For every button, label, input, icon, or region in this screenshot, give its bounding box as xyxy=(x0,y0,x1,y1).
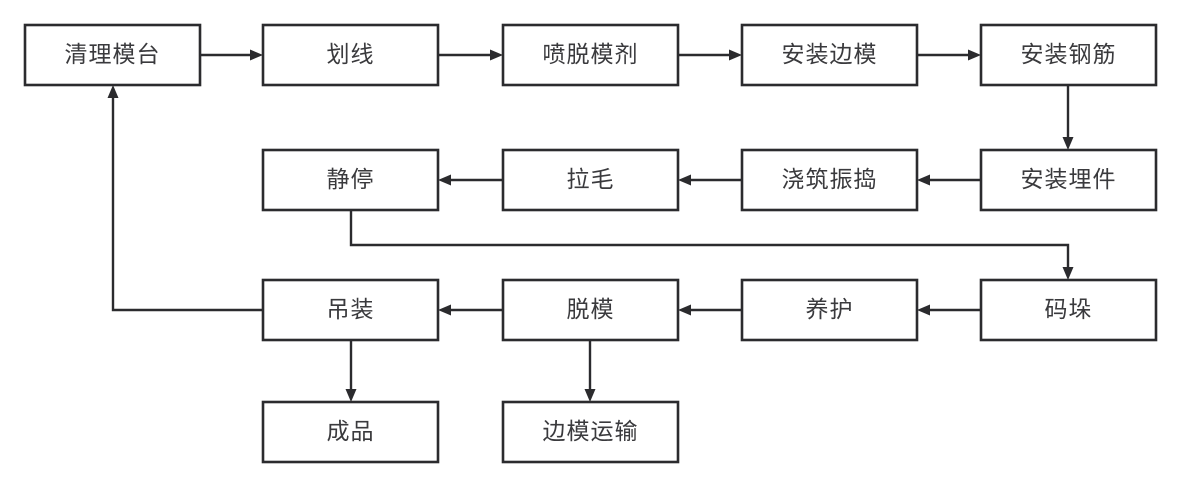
node-label: 安装埋件 xyxy=(1021,166,1117,192)
node-box[interactable] xyxy=(979,278,1158,342)
node-label: 码垛 xyxy=(1045,296,1093,322)
edge-吊装-to-清理模台 xyxy=(107,85,263,312)
node-box[interactable] xyxy=(501,400,680,464)
node-label: 浇筑振捣 xyxy=(782,166,878,192)
arrow-head-icon xyxy=(438,304,451,316)
node-安装钢筋[interactable]: 安装钢筋 xyxy=(979,23,1158,87)
arrow-head-icon xyxy=(729,49,742,61)
edge-line xyxy=(111,98,263,312)
arrow-head-icon xyxy=(917,304,930,316)
arrow-head-icon xyxy=(584,389,596,402)
node-label: 安装边模 xyxy=(782,41,878,67)
node-box[interactable] xyxy=(261,23,440,87)
edge-脱模-to-吊装 xyxy=(438,304,503,316)
node-box[interactable] xyxy=(740,148,919,212)
node-拉毛[interactable]: 拉毛 xyxy=(501,148,680,212)
node-边模运输[interactable]: 边模运输 xyxy=(501,400,680,464)
arrow-head-icon xyxy=(490,49,503,61)
edge-静停-to-码垛 xyxy=(349,210,1074,280)
node-养护[interactable]: 养护 xyxy=(740,278,919,342)
edge-拉毛-to-静停 xyxy=(438,174,503,186)
edge-吊装-to-成品 xyxy=(345,340,357,402)
node-box[interactable] xyxy=(979,23,1158,87)
node-box[interactable] xyxy=(979,148,1158,212)
node-label: 养护 xyxy=(806,296,854,322)
node-box[interactable] xyxy=(261,148,440,212)
node-吊装[interactable]: 吊装 xyxy=(261,278,440,342)
edge-安装边模-to-安装钢筋 xyxy=(917,49,981,61)
node-喷脱模剂[interactable]: 喷脱模剂 xyxy=(501,23,680,87)
arrow-head-icon xyxy=(438,174,451,186)
node-label: 划线 xyxy=(327,41,375,67)
edge-划线-to-喷脱模剂 xyxy=(438,49,503,61)
edge-安装钢筋-to-安装埋件 xyxy=(1062,85,1074,150)
arrow-head-icon xyxy=(107,85,119,98)
arrow-head-icon xyxy=(968,49,981,61)
node-box[interactable] xyxy=(501,148,680,212)
node-label: 边模运输 xyxy=(543,418,639,444)
node-划线[interactable]: 划线 xyxy=(261,23,440,87)
edge-清理模台-to-划线 xyxy=(200,49,263,61)
node-静停[interactable]: 静停 xyxy=(261,148,440,212)
node-label: 安装钢筋 xyxy=(1021,41,1117,67)
edges-layer xyxy=(107,49,1074,402)
node-成品[interactable]: 成品 xyxy=(261,400,440,464)
node-box[interactable] xyxy=(261,400,440,464)
node-浇筑振捣[interactable]: 浇筑振捣 xyxy=(740,148,919,212)
node-label: 脱模 xyxy=(567,296,615,322)
node-box[interactable] xyxy=(501,278,680,342)
node-安装边模[interactable]: 安装边模 xyxy=(740,23,919,87)
arrow-head-icon xyxy=(1062,267,1074,280)
node-label: 静停 xyxy=(327,166,375,192)
node-脱模[interactable]: 脱模 xyxy=(501,278,680,342)
edge-喷脱模剂-to-安装边模 xyxy=(678,49,742,61)
edge-脱模-to-边模运输 xyxy=(584,340,596,402)
edge-码垛-to-养护 xyxy=(917,304,981,316)
edge-安装埋件-to-浇筑振捣 xyxy=(917,174,981,186)
edge-养护-to-脱模 xyxy=(678,304,742,316)
arrow-head-icon xyxy=(345,389,357,402)
arrow-head-icon xyxy=(678,174,691,186)
node-label: 成品 xyxy=(327,418,375,444)
node-码垛[interactable]: 码垛 xyxy=(979,278,1158,342)
edge-浇筑振捣-to-拉毛 xyxy=(678,174,742,186)
node-box[interactable] xyxy=(501,23,680,87)
arrow-head-icon xyxy=(250,49,263,61)
node-label: 喷脱模剂 xyxy=(543,41,639,67)
node-清理模台[interactable]: 清理模台 xyxy=(23,23,202,87)
node-label: 拉毛 xyxy=(567,166,615,192)
arrow-head-icon xyxy=(1062,137,1074,150)
node-安装埋件[interactable]: 安装埋件 xyxy=(979,148,1158,212)
node-box[interactable] xyxy=(740,278,919,342)
node-box[interactable] xyxy=(261,278,440,342)
node-box[interactable] xyxy=(740,23,919,87)
arrow-head-icon xyxy=(678,304,691,316)
node-label: 清理模台 xyxy=(65,41,161,67)
arrow-head-icon xyxy=(917,174,930,186)
edge-line xyxy=(349,210,1070,267)
node-label: 吊装 xyxy=(327,296,375,322)
node-box[interactable] xyxy=(23,23,202,87)
